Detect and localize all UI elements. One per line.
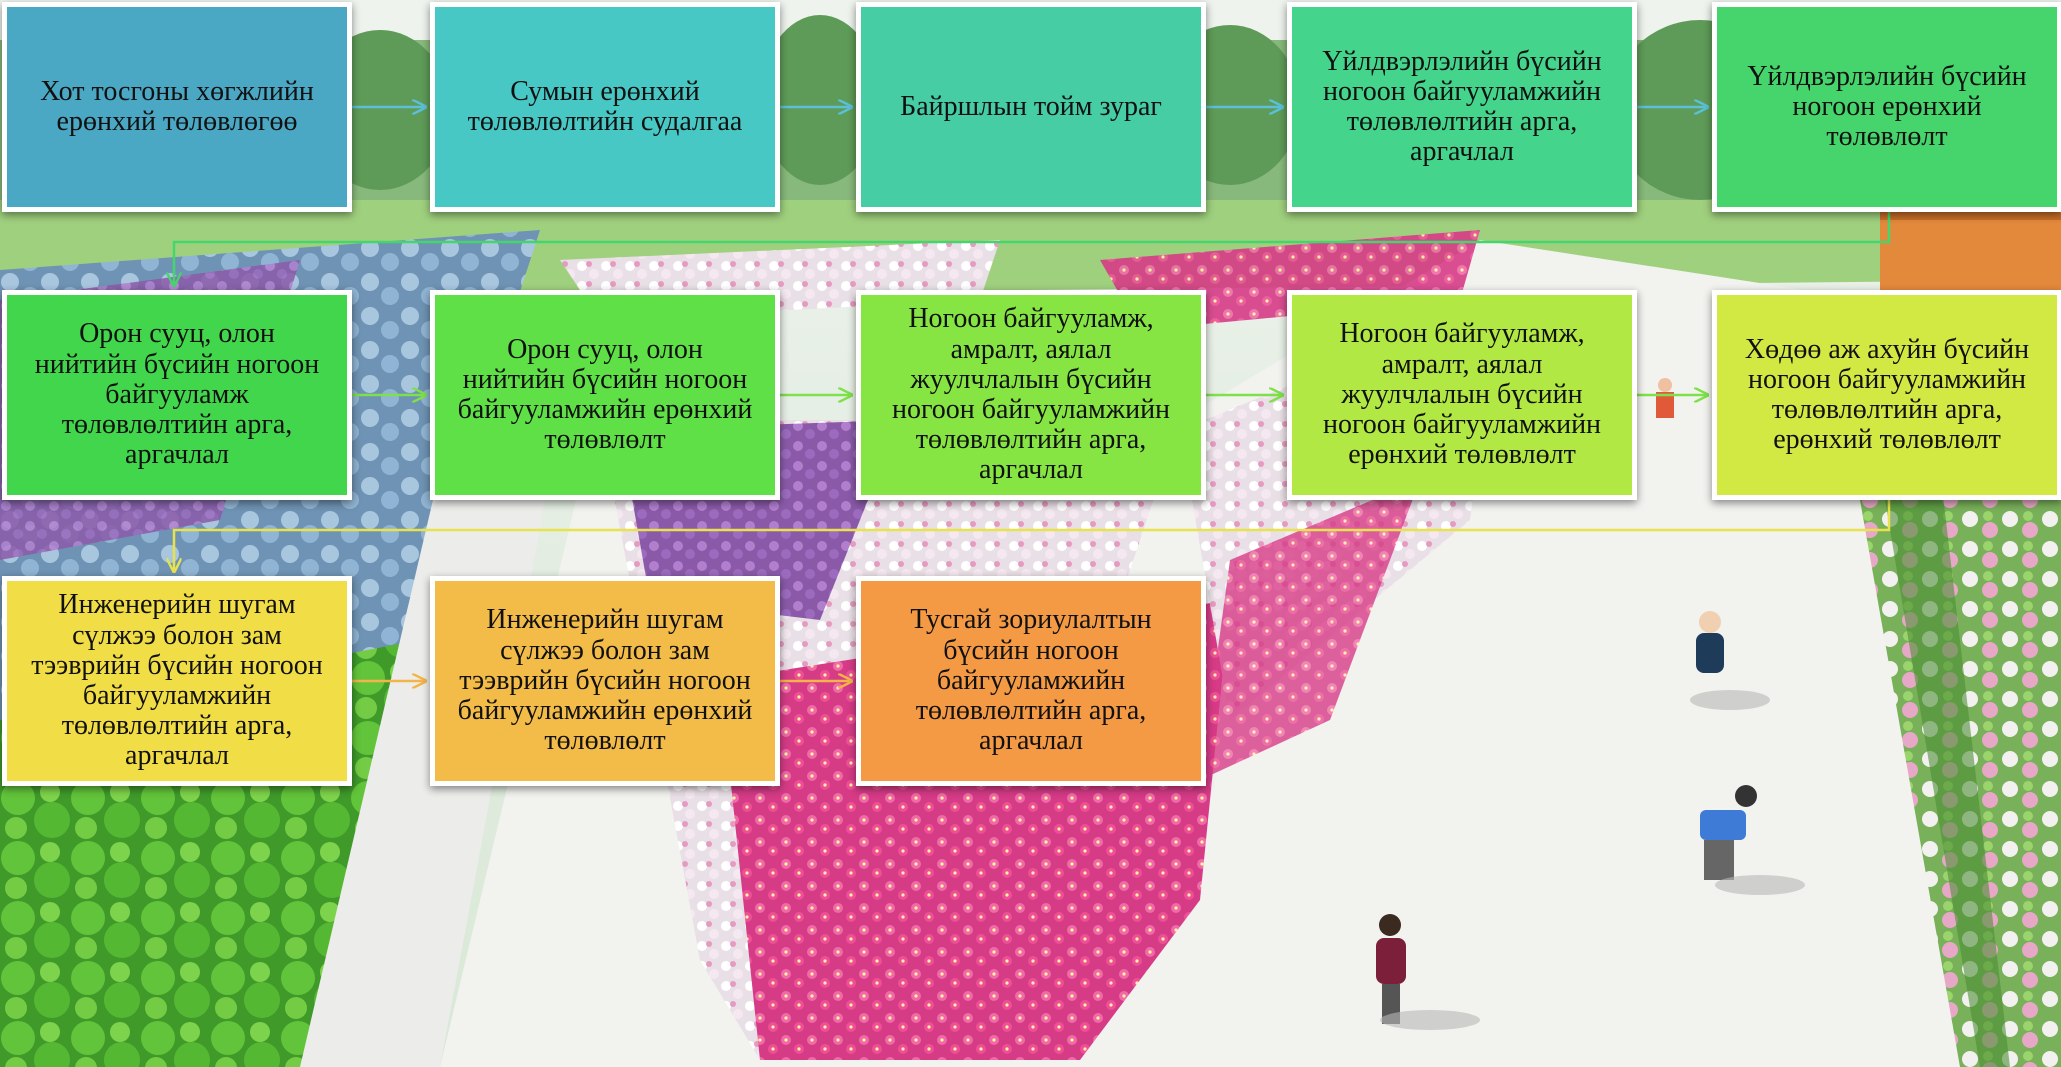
- process-step-label: Байршлын тойм зураг: [900, 90, 1162, 122]
- process-step-label: Ногоон байгууламж, амралт, аялал жуулчла…: [1322, 318, 1602, 471]
- process-step-label: Инженерийн шугам сүлжээ болон зам тээври…: [457, 604, 753, 757]
- process-step-label: Сумын ерөнхий төлөвлөлтийн судалгаа: [467, 75, 743, 137]
- process-step-box-4: Үйлдвэрлэлийн бүсийн ногоон байгууламжий…: [1287, 2, 1637, 212]
- process-step-box-13: Тусгай зориулалтын бүсийн ногоон байгуул…: [856, 576, 1206, 786]
- process-step-label: Инженерийн шугам сүлжээ болон зам тээври…: [31, 589, 323, 772]
- process-step-label: Тусгай зориулалтын бүсийн ногоон байгуул…: [910, 604, 1152, 757]
- process-step-box-11: Инженерийн шугам сүлжээ болон зам тээври…: [2, 576, 352, 786]
- process-step-box-1: Хот тосгоны хөгжлийн ерөнхий төлөвлөгөө: [2, 2, 352, 212]
- process-step-box-2: Сумын ерөнхий төлөвлөлтийн судалгаа: [430, 2, 780, 212]
- process-step-box-12: Инженерийн шугам сүлжээ болон зам тээври…: [430, 576, 780, 786]
- process-step-box-6: Орон сууц, олон нийтийн бүсийн ногоон ба…: [2, 290, 352, 500]
- process-step-box-10: Хөдөө аж ахуйн бүсийн ногоон байгууламжи…: [1712, 290, 2061, 500]
- process-step-label: Хөдөө аж ахуйн бүсийн ногоон байгууламжи…: [1744, 333, 2030, 456]
- process-step-box-3: Байршлын тойм зураг: [856, 2, 1206, 212]
- process-step-label: Ногоон байгууламж, амралт, аялал жуулчла…: [891, 303, 1171, 486]
- process-step-box-5: Үйлдвэрлэлийн бүсийн ногоон ерөнхий төлө…: [1712, 2, 2061, 212]
- process-step-label: Хот тосгоны хөгжлийн ерөнхий төлөвлөгөө: [40, 75, 314, 137]
- process-step-box-7: Орон сууц, олон нийтийн бүсийн ногоон ба…: [430, 290, 780, 500]
- pedestrian-figures: [1376, 378, 1805, 1030]
- process-step-label: Орон сууц, олон нийтийн бүсийн ногоон ба…: [34, 318, 320, 471]
- process-step-label: Үйлдвэрлэлийн бүсийн ногоон байгууламжий…: [1322, 45, 1602, 168]
- process-step-box-8: Ногоон байгууламж, амралт, аялал жуулчла…: [856, 290, 1206, 500]
- process-step-label: Үйлдвэрлэлийн бүсийн ногоон ерөнхий төлө…: [1747, 60, 2027, 153]
- process-step-label: Орон сууц, олон нийтийн бүсийн ногоон ба…: [457, 333, 753, 456]
- process-step-box-9: Ногоон байгууламж, амралт, аялал жуулчла…: [1287, 290, 1637, 500]
